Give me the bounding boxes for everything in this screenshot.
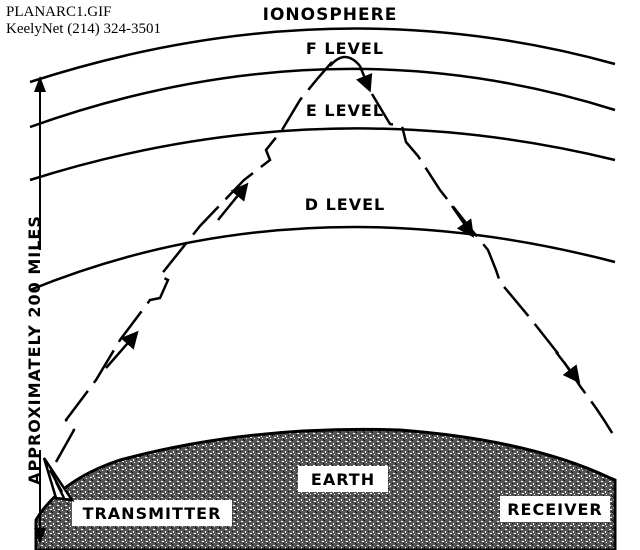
contact-line: KeelyNet (214) 324-3501 xyxy=(6,21,161,37)
receiver-label: RECEIVER xyxy=(507,500,603,519)
header-block: PLANARC1.GIF KeelyNet (214) 324-3501 xyxy=(6,4,161,38)
ionosphere-arc xyxy=(29,27,616,84)
arrow-top-icon xyxy=(34,76,46,92)
signal-path-up xyxy=(54,61,333,463)
e-layer-arc xyxy=(29,127,616,182)
arrow-reflect xyxy=(355,65,373,93)
e-level-label: E LEVEL xyxy=(306,101,384,120)
ionosphere-label: IONOSPHERE xyxy=(263,5,398,25)
earth-label-box xyxy=(298,466,388,492)
transmitter-antenna-icon xyxy=(42,457,75,502)
height-label: APPROXIMATELY 200 MILES xyxy=(25,215,44,485)
arrow-up-2 xyxy=(217,182,249,221)
arrow-down-2 xyxy=(555,351,581,384)
f-layer-reflection xyxy=(329,55,361,67)
signal-path-down xyxy=(370,93,616,437)
arrow-up-1 xyxy=(105,330,139,369)
arrow-down-1 xyxy=(450,205,474,238)
earth-label: EARTH xyxy=(311,470,375,489)
height-indicator xyxy=(34,76,46,544)
d-layer-arc xyxy=(29,225,616,292)
transmitter-label: TRANSMITTER xyxy=(83,504,222,523)
receiver-label-box xyxy=(500,496,610,522)
d-level-label: D LEVEL xyxy=(305,195,385,214)
arrow-bottom-icon xyxy=(34,528,46,544)
transmitter-label-box xyxy=(72,500,232,526)
f-level-label: F LEVEL xyxy=(306,39,384,58)
file-name: PLANARC1.GIF xyxy=(6,4,112,20)
